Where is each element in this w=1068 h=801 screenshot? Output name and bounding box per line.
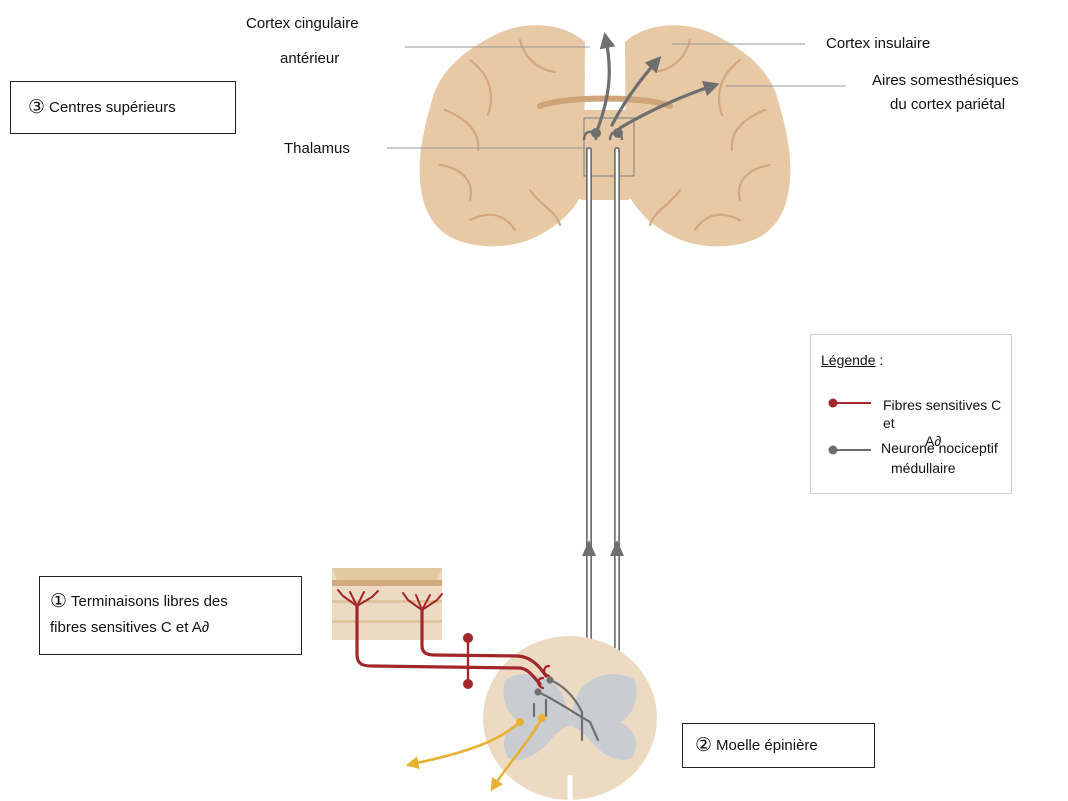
label-thalamus: Thalamus <box>284 139 350 159</box>
legend-symbol-sensory-fiber <box>827 397 873 409</box>
legend-title-colon: : <box>876 352 884 368</box>
label-somatosensory-areas-line2: du cortex pariétal <box>890 95 1005 115</box>
brain-section <box>420 25 791 246</box>
legend: Légende : Fibres sensitives C et A∂ Neur… <box>810 334 1012 494</box>
box-free-nerve-endings-text1: Terminaisons libres des <box>71 593 228 610</box>
label-somatosensory-areas: Aires somesthésiques <box>872 71 1019 91</box>
spinal-cord-section <box>483 636 657 800</box>
legend-item-sensory-fiber-line1: Fibres sensitives C et <box>883 396 1011 432</box>
box-free-nerve-endings-line2: fibres sensitives C et A∂ <box>50 617 301 639</box>
box-higher-centers-text: Centres supérieurs <box>49 99 176 116</box>
number-3: ③ <box>28 97 45 118</box>
legend-symbol-nociceptive-neuron <box>827 444 873 456</box>
ganglion-cell-top <box>463 633 473 643</box>
number-2: ② <box>695 735 712 756</box>
legend-item-nociceptive-neuron: Neurone nociceptif médullaire <box>881 438 998 478</box>
legend-title-text: Légende <box>821 352 876 368</box>
legend-item-nociceptive-neuron-line2: médullaire <box>881 458 998 478</box>
label-anterior-cingulate-cortex: Cortex cingulaire <box>246 14 359 34</box>
number-1: ① <box>50 591 67 612</box>
ganglion-cell-bottom <box>463 679 473 689</box>
label-insular-cortex: Cortex insulaire <box>826 34 930 54</box>
label-anterior-cingulate-cortex-line2: antérieur <box>280 49 339 69</box>
ascending-arrow-left <box>582 540 596 556</box>
legend-item-nociceptive-neuron-line1: Neurone nociceptif <box>881 438 998 458</box>
box-spinal-cord-text: Moelle épinière <box>716 737 818 754</box>
legend-title: Légende : <box>821 352 883 368</box>
ascending-arrow-right <box>610 540 624 556</box>
